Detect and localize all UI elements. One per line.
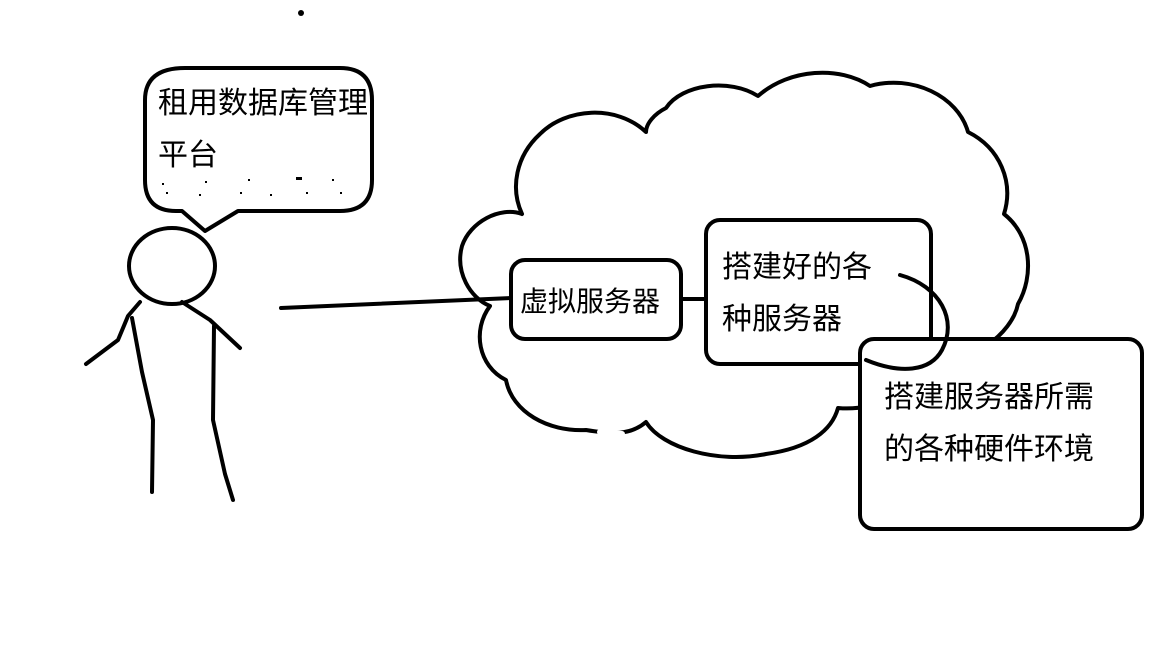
bubble-dots xyxy=(162,177,342,196)
sketch-arc xyxy=(864,273,950,371)
built-servers-line-1: 搭建好的各 xyxy=(722,250,872,285)
speech-bubble-line-1: 租用数据库管理 xyxy=(158,86,368,121)
hardware-env-line-2: 的各种硬件环境 xyxy=(884,432,1094,467)
figure-left-leg xyxy=(130,316,155,494)
hardware-env-box xyxy=(858,337,1144,531)
figure-right-leg xyxy=(211,324,235,502)
connector-line xyxy=(279,296,514,310)
speech-bubble xyxy=(143,66,374,233)
cloud-gap xyxy=(597,429,625,437)
virtual-server-label: 虚拟服务器 xyxy=(520,285,661,318)
cloud-shape xyxy=(458,70,1030,459)
figure-head xyxy=(127,226,217,306)
hardware-env-label: 搭建服务器所需 的各种硬件环境 xyxy=(884,372,1094,476)
hardware-env-line-1: 搭建服务器所需 xyxy=(884,380,1094,415)
figure-left-arm xyxy=(84,300,142,366)
stray-dot xyxy=(298,10,304,16)
built-servers-label: 搭建好的各 种服务器 xyxy=(722,242,872,346)
figure-right-arm xyxy=(180,300,242,350)
stick-figure xyxy=(84,226,242,502)
speech-bubble-text: 租用数据库管理 平台 xyxy=(158,78,368,182)
built-servers-line-2: 种服务器 xyxy=(722,302,842,337)
speech-bubble-line-2: 平台 xyxy=(158,138,218,173)
